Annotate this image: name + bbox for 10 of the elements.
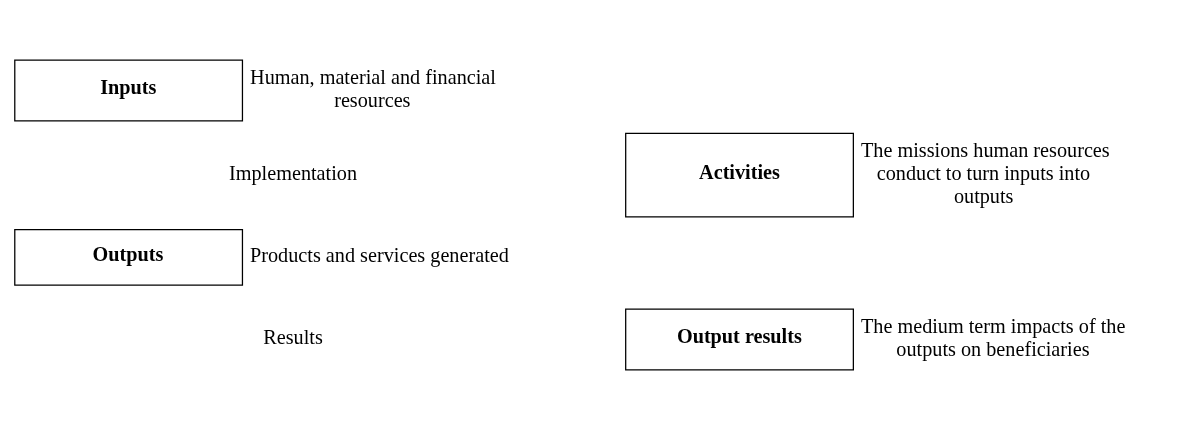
node-box: Output results (625, 308, 854, 371)
node-label: Products and services generated (250, 243, 509, 266)
label: Results (263, 325, 323, 348)
node-label: The missions human resources conduct to turn inputs into outputs (860, 138, 1110, 207)
node-box: Outputs (14, 228, 244, 286)
node-box: Inputs (14, 58, 244, 121)
node-box: Activities (625, 132, 854, 218)
node-label: The medium term impacts of the outputs on beneficiaries (860, 314, 1126, 360)
node-label: Human, material and financial resources (250, 65, 496, 111)
label: Implementation (229, 161, 358, 184)
